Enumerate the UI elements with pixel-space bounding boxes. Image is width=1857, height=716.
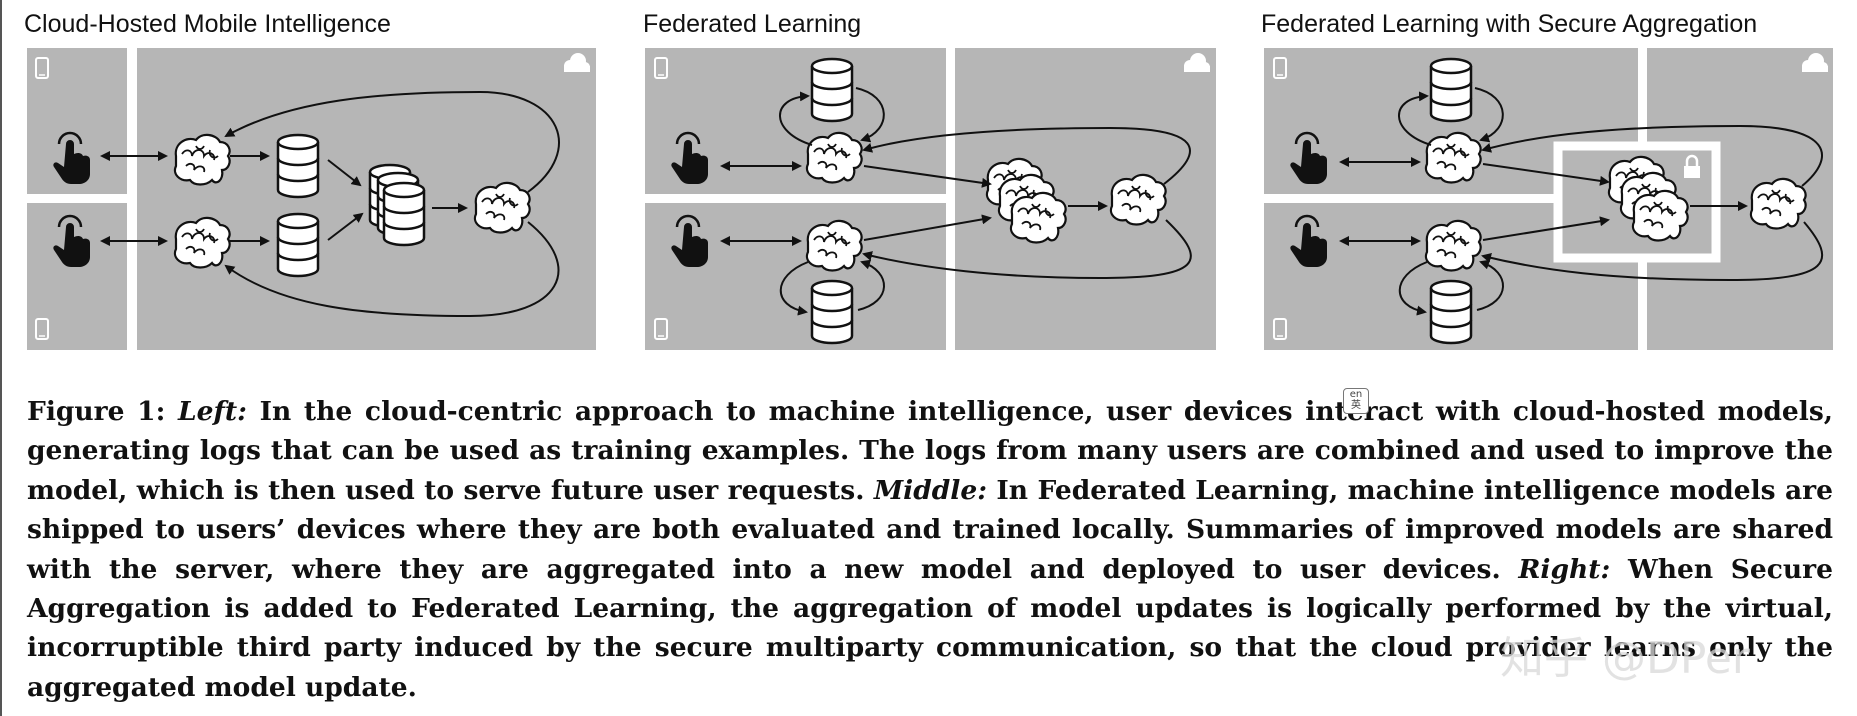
database-icon <box>1429 279 1473 345</box>
figure-label: Figure 1: <box>27 396 166 427</box>
brain-icon <box>1631 189 1689 242</box>
brain-icon <box>1749 177 1807 230</box>
brain-icon <box>173 133 231 186</box>
brain-icon <box>1424 219 1482 272</box>
panel-title-middle: Federated Learning <box>643 10 862 38</box>
database-icon <box>276 212 320 278</box>
brain-icon <box>1009 191 1067 244</box>
database-icon <box>810 57 854 123</box>
caption-middle-text: In Federated Learning, machine intellige… <box>27 474 1833 585</box>
database-icon <box>276 133 320 199</box>
brain-icon <box>805 131 863 184</box>
translate-badge[interactable]: en 英 <box>1343 388 1369 414</box>
panel-title-left: Cloud-Hosted Mobile Intelligence <box>24 10 391 38</box>
database-icon <box>810 279 854 345</box>
brain-icon <box>1109 173 1167 226</box>
database-icon <box>382 181 426 247</box>
device-box-bottom <box>27 203 127 350</box>
panel-middle <box>645 48 1216 350</box>
caption-left-text: In the cloud-centric approach to machine… <box>27 396 1834 506</box>
panel-title-right: Federated Learning with Secure Aggregati… <box>1261 10 1758 38</box>
figure-caption: Figure 1: Left: In the cloud-centric app… <box>27 392 1833 707</box>
caption-right-text: When Secure Aggregation is added to Fede… <box>27 553 1834 703</box>
panel-left <box>27 48 596 350</box>
panel-right <box>1264 48 1833 350</box>
brain-icon <box>173 216 231 269</box>
database-icon <box>1429 57 1473 123</box>
federated-learning-diagram <box>27 48 1833 350</box>
brain-icon <box>1424 131 1482 184</box>
brain-icon <box>473 181 531 234</box>
caption-left-label: Left: <box>178 396 247 427</box>
page-edge-rule <box>0 0 2 716</box>
device-box-bottom <box>645 203 946 350</box>
caption-right-label: Right: <box>1518 553 1611 585</box>
watermark: 知乎 @DPer <box>1500 633 1750 684</box>
caption-middle-label: Middle: <box>873 474 987 506</box>
brain-icon <box>805 219 863 272</box>
